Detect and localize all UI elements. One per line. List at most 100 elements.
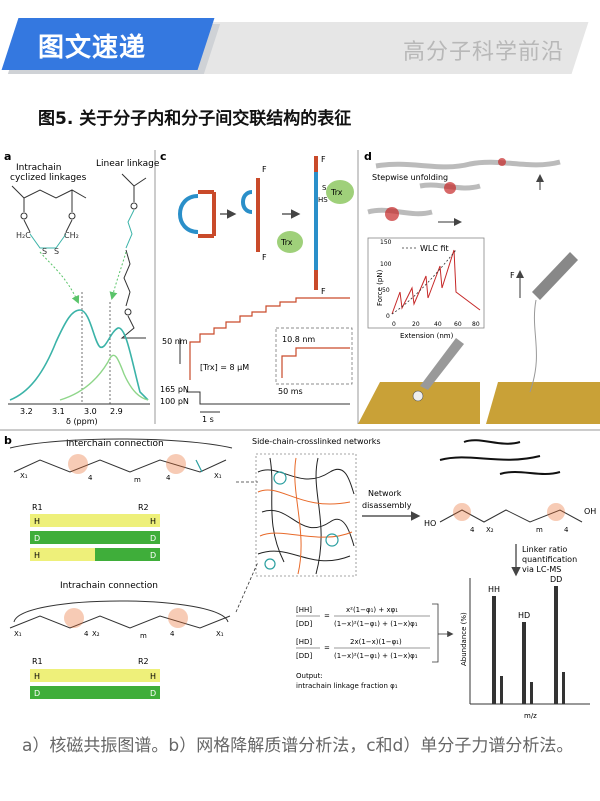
row-hh (30, 514, 160, 527)
figure-svg: a Intrachain cyclized linkages Linear li… (0, 150, 600, 720)
network-link-bottom (235, 561, 259, 613)
panel-a: a Intrachain cyclized linkages Linear li… (4, 150, 160, 426)
panel-d: d Stepwise unfolding WLC fit Force (pN) … (358, 150, 600, 424)
intrachain-title-1: Intrachain (16, 163, 61, 173)
interchain-backbone (13, 459, 227, 473)
trx-concentration: [Trx] = 8 μM (200, 363, 249, 372)
crosslink-2 (444, 182, 456, 194)
s-label-1: S (322, 184, 327, 192)
output-line-2: intrachain linkage fraction φ₁ (296, 682, 398, 690)
figure-title: 图5. 关于分子内和分子间交联结构的表征 (38, 109, 352, 129)
eq-hh-bot-label: [DD] (296, 620, 313, 628)
spectrum-main-trace (9, 309, 149, 401)
pull-force-label: F (510, 271, 515, 280)
force-ytick-50: 50 (382, 287, 390, 294)
force-trace (391, 249, 481, 315)
ms-label-hh: HH (488, 585, 500, 594)
force-low-label: 100 pN (160, 397, 189, 406)
linker-text-3: via LC-MS (522, 565, 561, 574)
panel-b-label: b (4, 434, 12, 447)
zoom-scale-label: 50 ms (278, 387, 303, 396)
panel-d-label: d (364, 150, 372, 163)
interchain-four-1: 4 (88, 474, 93, 482)
force-label-2a: F (262, 165, 267, 174)
eq-hd-numerator: 2x(1−x)(1−φ₁) (350, 638, 402, 646)
spectrum-xlabel: δ (ppm) (66, 417, 98, 426)
step-size-label: 10.8 nm (282, 335, 315, 344)
intrachain-four-2: 4 (170, 630, 175, 638)
interchain-teal-link (195, 459, 203, 473)
spectrum-secondary-trace (59, 354, 149, 401)
network-arrow-2: disassembly (362, 501, 412, 510)
force-ytick-0: 0 (386, 313, 390, 320)
fragment-four-2: 4 (564, 526, 569, 534)
intrachain-r-highlight-1 (64, 608, 84, 628)
eq-hh-equals: = (324, 612, 330, 620)
row-hd-r2: D (150, 551, 156, 560)
stretched-molecule (529, 299, 537, 393)
fragment-oh: OH (584, 507, 596, 516)
intrachain-arc (13, 600, 229, 623)
panel-b: b Interchain connection X₁ X₁ m 4 4 R1 R… (4, 434, 596, 720)
hs-label-1: HS (318, 196, 328, 204)
fragment-1 (463, 439, 521, 445)
row-dd-r1: D (34, 534, 40, 543)
output-line-1: Output: (296, 672, 323, 680)
trx-blob-2 (326, 180, 354, 204)
row-dd-r2: D (150, 534, 156, 543)
atom-s2: S (54, 247, 59, 256)
ext-xtick-20: 20 (412, 321, 420, 328)
ext-xtick-80: 80 (472, 321, 480, 328)
atom-ch2: CH₂ (64, 231, 79, 240)
row-intra-hh (30, 669, 160, 682)
fragment-r-highlight-2 (547, 503, 565, 521)
fragment-four-1: 4 (470, 526, 475, 534)
zoom-box (275, 327, 353, 385)
ms-bar-dd-2 (562, 672, 565, 704)
equation-hh: [HH] [DD] = x²(1−φ₁) + xφ₁ (1−x)²(1−φ₁) … (296, 606, 430, 628)
interchain-r-highlight-1 (68, 454, 88, 474)
fragment-molecule (439, 509, 583, 523)
zoom-trace (281, 347, 350, 378)
ms-bar-hh (492, 596, 496, 704)
network-arrow-1: Network (368, 489, 402, 498)
row-intra-dd-r2: D (150, 689, 156, 698)
panel-a-label: a (4, 150, 11, 163)
interchain-m: m (134, 476, 141, 484)
intrachain-x1-right: X₁ (216, 630, 224, 638)
figure: a Intrachain cyclized linkages Linear li… (0, 142, 600, 724)
fragment-m: m (536, 526, 543, 534)
panel-c-label: c (160, 150, 167, 163)
row-hd-right (95, 548, 160, 561)
chain-lower (367, 207, 433, 217)
network-teal-loops (264, 471, 339, 570)
intrachain-title-2: cyclized linkages (10, 173, 87, 183)
ms-label-hd: HD (518, 611, 530, 620)
trx-blob-1 (277, 231, 303, 253)
atom-s1: S (42, 247, 47, 256)
banner-brand: 高分子科学前沿 (402, 40, 564, 65)
panel-c: c F F Trx F F Trx S HS 10.8 nm 50 ms 50 … (160, 150, 354, 424)
interchain-title: Interchain connection (66, 439, 164, 449)
tick-3-0: 3.0 (84, 407, 97, 416)
ms-bar-dd (554, 586, 558, 704)
row-hh-r2: H (150, 517, 156, 526)
trx-label-2: Trx (330, 188, 343, 197)
network-orange-chains (257, 457, 353, 575)
force-ylabel: Force (pN) (376, 269, 384, 306)
tick-2-9: 2.9 (110, 407, 123, 416)
trx-label-1: Trx (280, 238, 293, 247)
eq-hh-denominator: (1−x)²(1−φ₁) + (1−x)φ₁ (334, 620, 418, 628)
intrachain-x2: X₂ (92, 630, 100, 638)
cantilever-right (532, 252, 578, 300)
ms-bar-hh-2 (500, 676, 503, 704)
extension-xlabel: Extension (nm) (400, 332, 454, 340)
intrachain-r-highlight-2 (168, 608, 188, 628)
network-title: Side-chain-crosslinked networks (252, 437, 381, 446)
interchain-x1-right: X₁ (214, 472, 222, 480)
molecule-blob-left (412, 390, 424, 402)
force-protocol (186, 391, 350, 405)
protein-loop-2 (241, 190, 253, 214)
eq-hd-top-label: [HD] (296, 638, 312, 646)
crosslink-1 (385, 207, 399, 221)
